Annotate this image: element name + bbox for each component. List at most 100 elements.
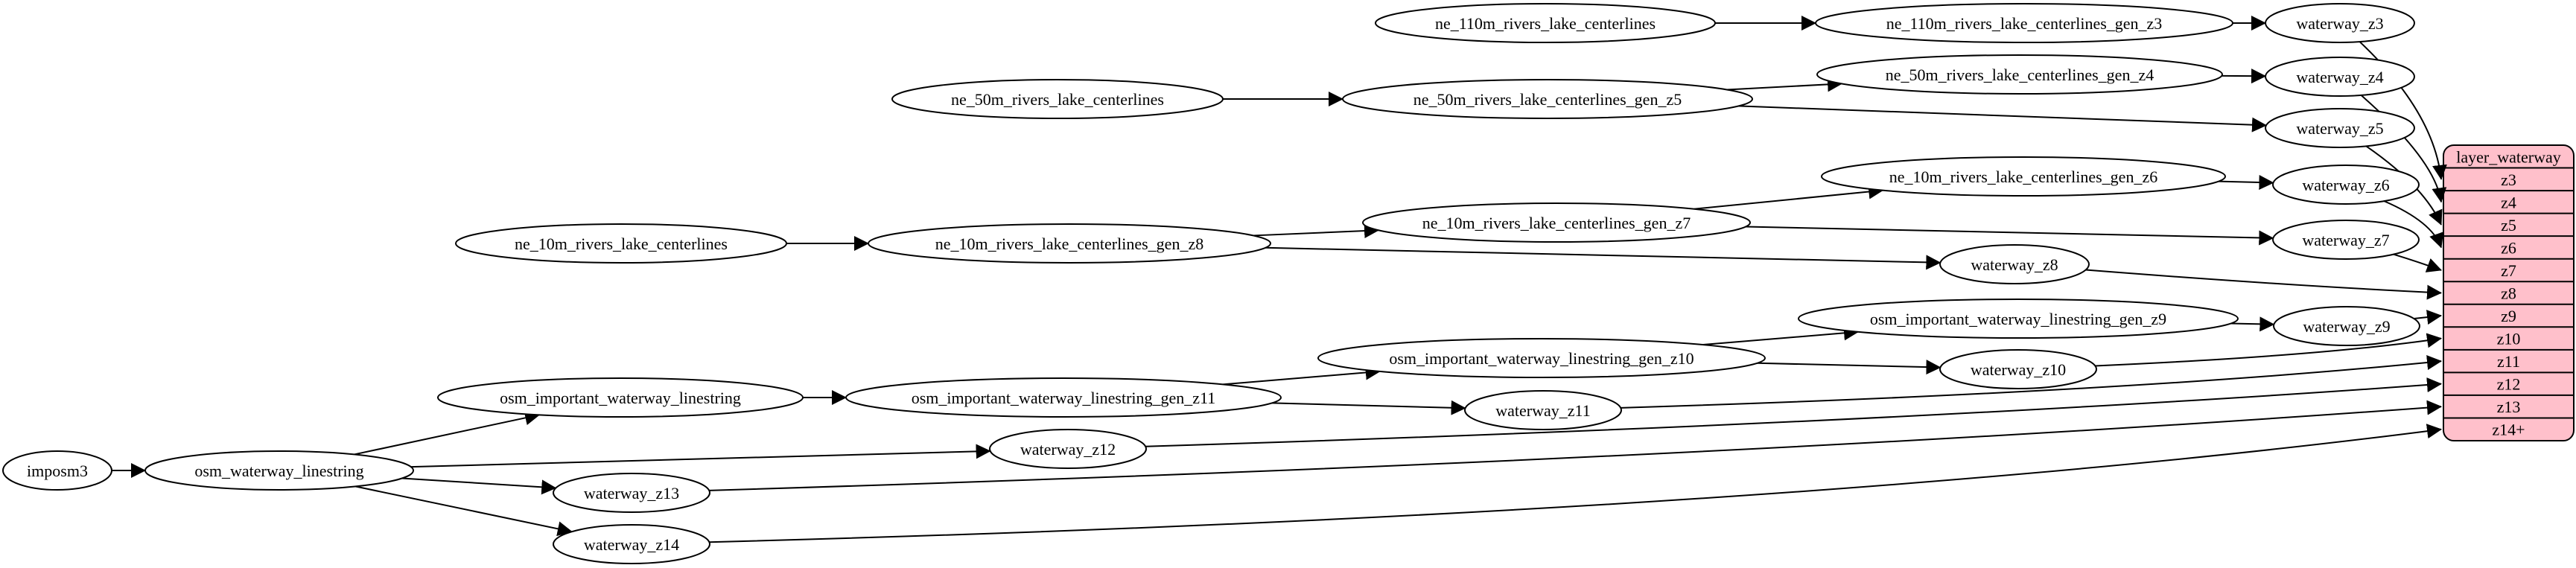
node-ellipse <box>144 450 414 491</box>
node-waterway_z9: waterway_z9 <box>2273 306 2420 346</box>
edge-ne_10m_rivers_lake_centerlines_gen_z6-to-waterway_z6 <box>2218 175 2274 191</box>
node-label: osm_important_waterway_linestring_gen_z9 <box>1870 310 2166 328</box>
node-label: waterway_z10 <box>1971 360 2066 379</box>
node-waterway_z12: waterway_z12 <box>989 429 1147 469</box>
edge-osm_important_waterway_linestring_gen_z10-to-osm_important_waterway_linestring_gen_z9 <box>1702 325 1860 346</box>
edge-ne_50m_rivers_lake_centerlines_gen_z5-to-waterway_z5 <box>1738 105 2267 133</box>
node-label: waterway_z6 <box>2302 176 2389 194</box>
node-ellipse <box>1342 79 1753 119</box>
table-row-z11: z11 <box>2497 352 2520 371</box>
node-ellipse <box>1375 3 1716 43</box>
edge-waterway_z3-to-layer_waterway:z3 <box>2359 41 2447 180</box>
node-ellipse <box>1798 299 2239 339</box>
node-waterway_z6: waterway_z6 <box>2272 165 2420 205</box>
edge-osm_waterway_linestring-to-osm_important_waterway_linestring <box>354 410 541 456</box>
node-ellipse <box>1362 202 1751 243</box>
edge-waterway_z6-to-layer_waterway:z6 <box>2383 200 2444 249</box>
node-label: waterway_z14 <box>584 535 679 554</box>
node-waterway_z7: waterway_z7 <box>2272 220 2420 260</box>
table-row-z9: z9 <box>2501 307 2516 325</box>
node-ellipse <box>1815 3 2233 43</box>
node-label: waterway_z11 <box>1495 401 1590 420</box>
node-ellipse <box>455 223 787 264</box>
node-ellipse <box>1939 349 2097 389</box>
node-label: waterway_z13 <box>584 484 679 502</box>
table-row-z4: z4 <box>2501 193 2516 211</box>
node-imposm3: imposm3 <box>2 450 112 491</box>
table-row-z6: z6 <box>2501 238 2516 257</box>
node-waterway_z13: waterway_z13 <box>553 473 710 513</box>
node-ne_10m_rivers_lake_centerlines_gen_z6: ne_10m_rivers_lake_centerlines_gen_z6 <box>1821 156 2226 197</box>
node-ne_10m_rivers_lake_centerlines: ne_10m_rivers_lake_centerlines <box>455 223 787 264</box>
node-label: osm_waterway_linestring <box>194 462 363 480</box>
node-label: imposm3 <box>27 462 88 480</box>
node-label: ne_10m_rivers_lake_centerlines_gen_z8 <box>935 234 1203 253</box>
edge-waterway_z7-to-layer_waterway:z7 <box>2393 253 2442 272</box>
node-label: waterway_z5 <box>2296 119 2383 138</box>
node-ellipse <box>1821 156 2226 197</box>
node-waterway_z3: waterway_z3 <box>2265 3 2415 43</box>
nodes: ne_110m_rivers_lake_centerlines ne_110m_r… <box>2 3 2420 564</box>
node-waterway_z14: waterway_z14 <box>553 524 710 564</box>
node-label: waterway_z4 <box>2296 68 2383 86</box>
edge-osm_waterway_linestring-to-waterway_z13 <box>401 477 557 495</box>
table-title: layer_waterway <box>2456 147 2560 166</box>
node-ne_110m_rivers_lake_centerlines_gen_z3: ne_110m_rivers_lake_centerlines_gen_z3 <box>1815 3 2233 43</box>
node-label: ne_110m_rivers_lake_centerlines <box>1435 14 1656 33</box>
node-waterway_z11: waterway_z11 <box>1464 390 1622 430</box>
edge-osm_waterway_linestring-to-waterway_z12 <box>410 444 991 468</box>
edge-osm_important_waterway_linestring_gen_z9-to-waterway_z9 <box>2230 316 2275 332</box>
node-waterway_z4: waterway_z4 <box>2265 57 2415 97</box>
node-waterway_z10: waterway_z10 <box>1939 349 2097 389</box>
table-row-z7: z7 <box>2501 261 2516 280</box>
table-row-z5: z5 <box>2501 216 2516 234</box>
node-ellipse <box>845 377 1282 418</box>
table-row-z14+: z14+ <box>2492 421 2525 439</box>
table-layer_waterway: layer_waterwayz3z4z5z6z7z8z9z10z11z12z13… <box>2443 144 2575 441</box>
edge-waterway_z8-to-layer_waterway:z8 <box>2085 269 2442 300</box>
node-label: waterway_z3 <box>2296 14 2383 33</box>
node-ellipse <box>2265 108 2415 148</box>
table-row-z13: z13 <box>2497 398 2521 416</box>
node-label: waterway_z9 <box>2303 317 2390 336</box>
node-ellipse <box>891 79 1224 119</box>
node-ellipse <box>1317 338 1766 378</box>
edge-osm_important_waterway_linestring_gen_z10-to-waterway_z10 <box>1757 360 1941 375</box>
edge-osm_important_waterway_linestring_gen_z11-to-osm_important_waterway_linestring_gen_z10 <box>1223 365 1381 386</box>
node-label: ne_50m_rivers_lake_centerlines_gen_z5 <box>1413 90 1682 109</box>
node-ellipse <box>989 429 1147 469</box>
node-osm_important_waterway_linestring_gen_z11: osm_important_waterway_linestring_gen_z1… <box>845 377 1282 418</box>
node-label: ne_110m_rivers_lake_centerlines_gen_z3 <box>1886 14 2163 33</box>
edge-waterway_z10-to-layer_waterway:z10 <box>2095 333 2442 367</box>
edge-waterway_z13-to-layer_waterway:z13 <box>709 400 2442 491</box>
node-ellipse <box>553 524 710 564</box>
node-osm_waterway_linestring: osm_waterway_linestring <box>144 450 414 491</box>
edge-ne_10m_rivers_lake_centerlines_gen_z7-to-ne_10m_rivers_lake_centerlines_gen_z6 <box>1694 184 1884 210</box>
node-label: waterway_z7 <box>2302 231 2389 249</box>
node-ellipse <box>2265 3 2415 43</box>
edge-waterway_z9-to-layer_waterway:z9 <box>2414 310 2442 325</box>
node-label: ne_10m_rivers_lake_centerlines_gen_z6 <box>1889 167 2157 186</box>
node-ellipse <box>868 223 1271 264</box>
node-ellipse <box>1816 54 2223 95</box>
table-row-z8: z8 <box>2501 284 2516 303</box>
node-ellipse <box>1939 244 2090 284</box>
edge-waterway_z4-to-layer_waterway:z4 <box>2360 95 2447 203</box>
edge-waterway_z14-to-layer_waterway:z14+ <box>709 424 2442 543</box>
edge-osm_waterway_linestring-to-waterway_z14 <box>355 485 573 537</box>
edge-ne_10m_rivers_lake_centerlines_gen_z8-to-waterway_z8 <box>1265 246 1941 270</box>
edges <box>112 16 2447 543</box>
node-label: osm_important_waterway_linestring_gen_z1… <box>912 389 1216 407</box>
node-label: ne_50m_rivers_lake_centerlines <box>951 90 1164 109</box>
node-ellipse <box>553 473 710 513</box>
edge-ne_10m_rivers_lake_centerlines_gen_z7-to-waterway_z7 <box>1746 226 2274 246</box>
node-label: ne_50m_rivers_lake_centerlines_gen_z4 <box>1886 66 2154 84</box>
node-waterway_z8: waterway_z8 <box>1939 244 2090 284</box>
edge-ne_10m_rivers_lake_centerlines_gen_z8-to-ne_10m_rivers_lake_centerlines_gen_z7 <box>1253 223 1379 239</box>
node-ellipse <box>2272 220 2420 260</box>
table-frame <box>2443 144 2575 441</box>
node-ne_10m_rivers_lake_centerlines_gen_z7: ne_10m_rivers_lake_centerlines_gen_z7 <box>1362 202 1751 243</box>
node-ne_10m_rivers_lake_centerlines_gen_z8: ne_10m_rivers_lake_centerlines_gen_z8 <box>868 223 1271 264</box>
node-label: osm_important_waterway_linestring_gen_z1… <box>1389 349 1694 368</box>
edge-osm_important_waterway_linestring_gen_z11-to-waterway_z11 <box>1271 400 1466 415</box>
